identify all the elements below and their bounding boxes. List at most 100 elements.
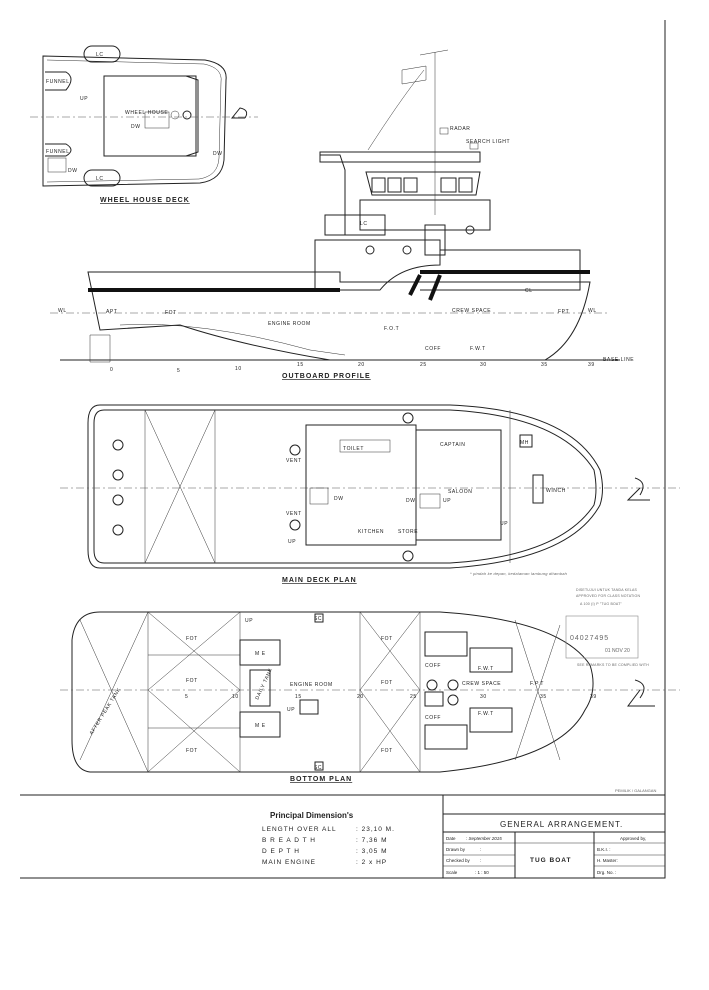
station-tick: 10 (232, 694, 239, 700)
lc-label: LC (96, 176, 104, 182)
principal-dimensions: Principal Dimension's LENGTH OVER ALL : … (20, 794, 443, 866)
dw-label: DW (68, 168, 78, 174)
winch-label: WINCH (546, 488, 566, 494)
toilet-label: TOILET (343, 446, 364, 452)
station-tick: 15 (295, 694, 302, 700)
funnel-label: FUNNEL (46, 79, 70, 85)
captain-label: CAPTAIN (440, 442, 466, 448)
approval-stamp-text: DISETUJUI UNTUK TANDA KELAS (576, 588, 638, 592)
master-label: H. Master: (597, 858, 618, 863)
lc-label: LC (96, 52, 104, 58)
vent-label: VENT (286, 511, 302, 517)
drawn-by-label: Drawn by (446, 847, 466, 852)
fwt-label: F.W.T (478, 666, 494, 672)
main-engine-label: M E (255, 651, 266, 657)
checked-by-label: Checked by (446, 858, 471, 863)
dimension-value: : 7,36 M (356, 837, 387, 844)
up-label: UP (443, 498, 451, 504)
station-tick: 30 (480, 362, 487, 368)
fwt-label: F.W.T (470, 346, 486, 352)
vessel-type: TUG BOAT (530, 857, 571, 864)
drawing-number-label: Drg. No. : (597, 870, 616, 875)
up-label: UP (287, 707, 295, 713)
station-tick: 35 (541, 362, 548, 368)
wheel-house-label: WHEEL HOUSE (125, 110, 168, 116)
fot-label: FOT (381, 680, 393, 686)
main-engine-label: M E (255, 723, 266, 729)
approval-stamp-text: APPROVED FOR CLASS NOTATION (576, 594, 640, 598)
dimension-label: MAIN ENGINE (262, 859, 316, 866)
dimension-label: LENGTH OVER ALL (262, 826, 337, 833)
station-tick: 5 (185, 694, 188, 700)
outboard-profile: RADAR SEARCH LIGHT LC CL WL WL APT FOT E… (50, 49, 634, 380)
station-tick: 20 (358, 362, 365, 368)
wheel-house-deck-title: WHEEL HOUSE DECK (100, 197, 190, 204)
apt-label: APT (106, 309, 118, 315)
bki-label: B.K.I. : (597, 847, 611, 852)
dimension-value: : 23,10 M. (356, 826, 395, 833)
handwritten-note: * pindah ke depan, kedalaman lambung dit… (470, 571, 568, 576)
daily-tank-label: DAILY TANK (254, 667, 274, 701)
engine-room-label: ENGINE ROOM (290, 682, 333, 688)
lc-label: LC (360, 221, 368, 227)
main-deck-plan-title: MAIN DECK PLAN (282, 577, 357, 584)
station-tick: 5 (177, 368, 180, 374)
station-tick: 39 (588, 362, 595, 368)
dimension-value: : 2 x HP (356, 859, 387, 866)
fpt-label: F.P.T (530, 681, 544, 687)
store-label: STORE (398, 529, 418, 535)
base-line-label: BASE LINE (603, 357, 634, 363)
drawn-by-value: : (480, 847, 481, 852)
drawing-title: GENERAL ARRANGEMENT. (500, 820, 623, 829)
sc-label: SC (314, 765, 322, 771)
sc-label: SC (314, 616, 322, 622)
up-label: UP (80, 96, 88, 102)
station-tick: 35 (540, 694, 547, 700)
fot-label: FOT (381, 748, 393, 754)
scale-label: Scale (446, 870, 458, 875)
station-tick: 25 (410, 694, 417, 700)
owner-label: PEMILIK / GALANGAN (615, 788, 656, 793)
dimension-label: D E P T H (262, 848, 300, 855)
registry-stamp-number: 04027495 (570, 635, 609, 642)
fpt-label: FPT (558, 309, 569, 315)
title-block: GENERAL ARRANGEMENT. Date : September 20… (442, 794, 666, 879)
fot-label: FOT (186, 748, 198, 754)
dw-label: DW (334, 496, 344, 502)
checked-by-value: : (480, 858, 481, 863)
station-tick: 30 (480, 694, 487, 700)
dw-label: DW (131, 124, 141, 130)
station-tick: 15 (297, 362, 304, 368)
search-light-label: SEARCH LIGHT (466, 139, 510, 145)
main-deck-plan: CAPTAIN TOILET VENT VENT DW DW UP UP UP … (60, 404, 680, 584)
scale-value: : 1 : 50 (475, 870, 489, 875)
approved-by-label: Approved by, (620, 836, 646, 841)
station-tick: 0 (110, 367, 113, 373)
wheel-house-deck-plan: LC LC FUNNEL FUNNEL UP WHEEL HOUSE DW DW… (30, 45, 258, 204)
up-label: UP (500, 521, 508, 527)
station-tick: 20 (357, 694, 364, 700)
manhole-label: MH (520, 440, 529, 446)
remark-text: SEE REMARKS TO BE COMPLIED WITH (577, 663, 649, 667)
bottom-plan-title: BOTTOM PLAN (290, 776, 352, 783)
fwt-label: F.W.T (478, 711, 494, 717)
dimension-value: : 3,05 M (356, 848, 387, 855)
engine-room-label: ENGINE ROOM (268, 321, 311, 327)
kitchen-label: KITCHEN (358, 529, 384, 535)
up-label: UP (245, 618, 253, 624)
fot-label: FOT (381, 636, 393, 642)
date-value: : September 2015 (466, 836, 502, 841)
wl-label: WL (588, 308, 597, 314)
up-label: UP (288, 539, 296, 545)
principal-dimensions-title: Principal Dimension's (270, 811, 354, 820)
approval-stamps: * pindah ke depan, kedalaman lambung dit… (470, 571, 656, 793)
station-tick: 25 (420, 362, 427, 368)
outboard-profile-title: OUTBOARD PROFILE (282, 373, 371, 380)
wl-label: WL (58, 308, 67, 314)
radar-label: RADAR (450, 126, 471, 132)
approval-stamp-text: A 100 (I) P "TUG BOAT" (580, 602, 623, 606)
dimension-label: B R E A D T H (262, 837, 316, 844)
fot-label: FOT (186, 636, 198, 642)
fot-label: F.O.T (384, 326, 399, 332)
